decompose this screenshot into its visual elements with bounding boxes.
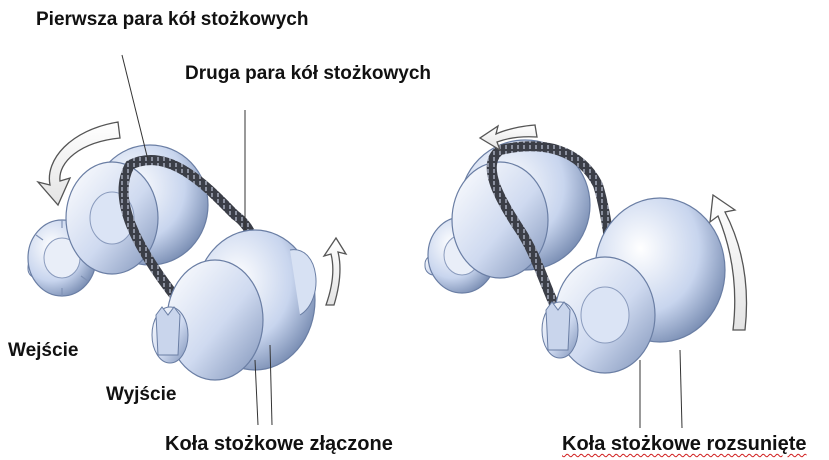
curved-arrow-icon — [478, 124, 538, 152]
label-second-pair: Druga para kół stożkowych — [185, 63, 432, 84]
curved-arrow-icon — [36, 121, 121, 207]
leader-first-pair — [121, 54, 149, 161]
curved-arrow-icon — [322, 236, 348, 306]
label-input: Wejście — [8, 340, 79, 361]
leader-apart-2 — [679, 349, 683, 429]
leader-joined-2 — [269, 344, 273, 426]
label-first-pair: Pierwsza para kół stożkowych — [36, 9, 309, 30]
output-pinion — [151, 306, 189, 364]
right-transmission — [424, 124, 748, 429]
upper-front-cone — [451, 161, 549, 279]
output-pinion-right — [541, 301, 579, 359]
label-output: Wyjście — [106, 384, 177, 405]
label-cones-joined: Koła stożkowe złączone — [165, 433, 393, 455]
curved-arrow-icon — [709, 193, 748, 331]
leader-joined-1 — [254, 359, 259, 426]
label-cones-apart: Koła stożkowe rozsunięte — [562, 433, 807, 455]
left-transmission — [27, 54, 348, 426]
